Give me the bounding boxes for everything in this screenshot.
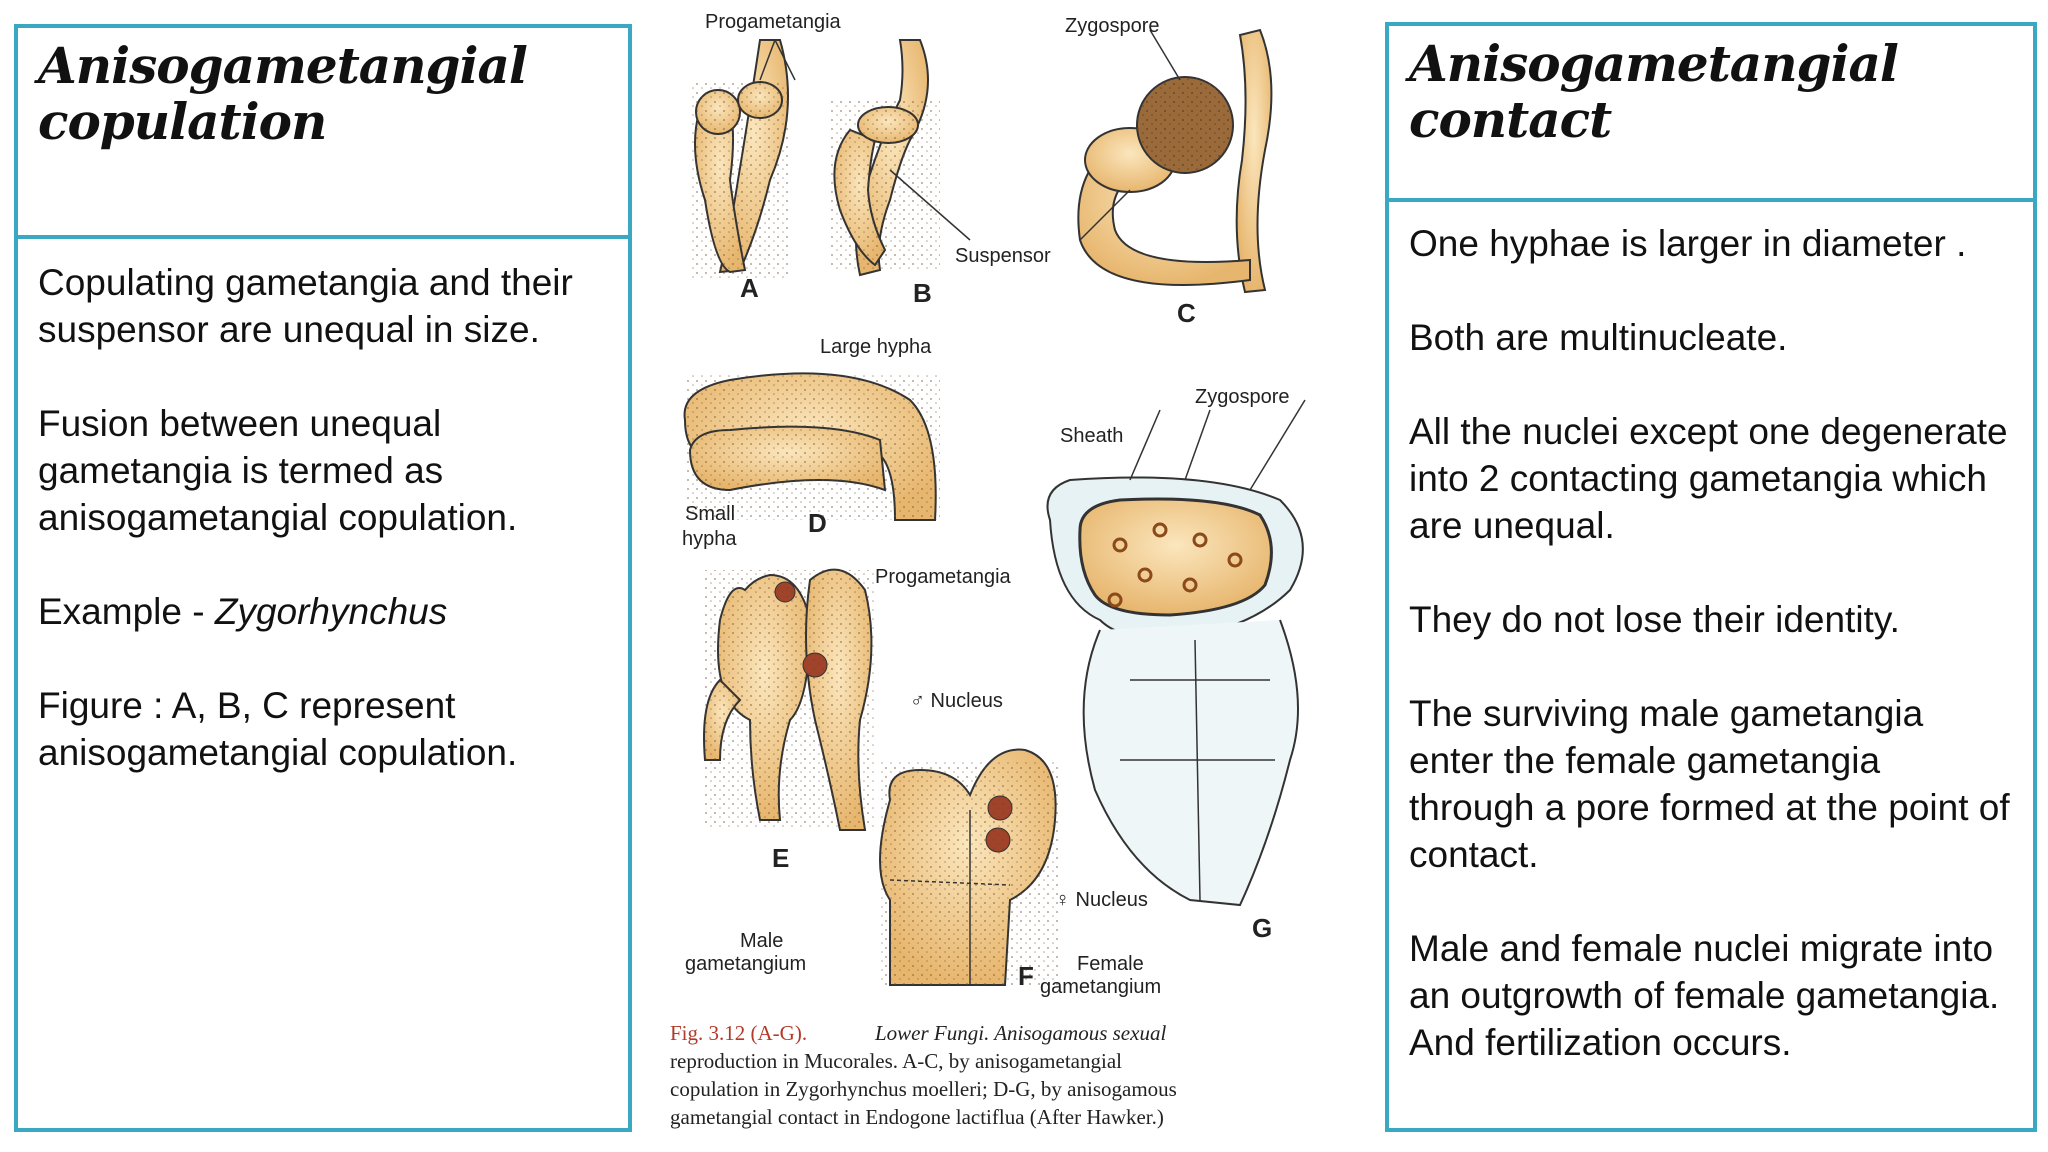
label-g: G	[1252, 913, 1272, 943]
left-panel-title: Anisogametangial copulation	[38, 36, 528, 151]
left-paragraph: Fusion between unequal gametangia is ter…	[38, 403, 518, 538]
label-zygospore-g: Zygospore	[1195, 386, 1290, 408]
label-large-hypha: Large hypha	[820, 336, 932, 358]
label-female: Female	[1077, 953, 1144, 975]
right-paragraph: And fertilization occurs.	[1409, 1022, 1792, 1063]
right-paragraph: All the nuclei except one degenerate int…	[1409, 411, 2008, 546]
diagram-e	[703, 568, 875, 831]
label-female-nucleus: ♀ Nucleus	[1055, 889, 1148, 911]
label-b: B	[913, 278, 932, 308]
left-paragraph: Copulating gametangia and their suspenso…	[38, 262, 573, 350]
diagram-g	[1046, 399, 1306, 907]
right-paragraph: They do not lose their identity.	[1409, 599, 1900, 640]
caption-fig-number: Fig. 3.12 (A-G).	[670, 1021, 807, 1045]
right-paragraph: Both are multinucleate.	[1409, 317, 1788, 358]
diagram-a	[690, 39, 796, 280]
diagram-b	[830, 39, 971, 277]
label-suspensor: Suspensor	[955, 245, 1051, 267]
label-e: E	[772, 843, 789, 873]
left-panel-body: Copulating gametangia and their suspenso…	[18, 239, 628, 1128]
label-sheath: Sheath	[1060, 425, 1123, 447]
left-panel: Anisogametangial copulation Copulating g…	[14, 24, 632, 1132]
label-d: D	[808, 508, 827, 538]
label-f: F	[1018, 961, 1034, 991]
fungi-figure: Progametangia Zygospore Suspensor A B C …	[670, 11, 1306, 1129]
label-zygospore-top: Zygospore	[1065, 15, 1160, 37]
example-line: Example - Zygorhynchus	[38, 588, 608, 635]
label-hypha: hypha	[682, 528, 737, 550]
caption-line2: reproduction in Mucorales. A-C, by aniso…	[670, 1049, 1122, 1073]
diagram-f	[879, 748, 1060, 986]
label-progametangia-top: Progametangia	[705, 11, 842, 33]
diagram-c	[1077, 28, 1273, 294]
label-progametangia-e: Progametangia	[875, 566, 1012, 588]
figure-caption: Fig. 3.12 (A-G). Lower Fungi. Anisogamou…	[670, 1021, 1177, 1129]
right-panel-header: Anisogametangial contact	[1389, 26, 2033, 202]
caption-line3: copulation in Zygorhynchus moelleri; D-G…	[670, 1077, 1177, 1101]
label-male-nucleus: ♂ Nucleus	[910, 690, 1003, 712]
label-male: Male	[740, 930, 783, 952]
figure-note: Figure : A, B, C represent anisogametang…	[38, 685, 518, 773]
right-paragraph: One hyphae is larger in diameter .	[1409, 223, 1967, 264]
label-a: A	[740, 273, 759, 303]
example-genus: Zygorhynchus	[214, 591, 448, 632]
caption-line1: Lower Fungi. Anisogamous sexual	[874, 1021, 1166, 1045]
label-small: Small	[685, 503, 735, 525]
left-panel-header: Anisogametangial copulation	[18, 28, 628, 239]
right-panel: Anisogametangial contact One hyphae is l…	[1385, 22, 2037, 1132]
label-gametangium-f: gametangium	[1040, 976, 1161, 998]
caption-line4: gametangial contact in Endogone lactiflu…	[670, 1105, 1164, 1129]
right-panel-body: One hyphae is larger in diameter . Both …	[1389, 202, 2033, 1128]
label-c: C	[1177, 298, 1196, 328]
label-gametangium: gametangium	[685, 953, 806, 975]
right-panel-title: Anisogametangial contact	[1409, 34, 1899, 149]
right-paragraph: Male and female nuclei migrate into an o…	[1409, 928, 2000, 1016]
right-paragraph: The surviving male gametangia enter the …	[1409, 693, 2010, 875]
example-prefix: Example -	[38, 591, 215, 632]
diagram-d	[683, 372, 940, 521]
